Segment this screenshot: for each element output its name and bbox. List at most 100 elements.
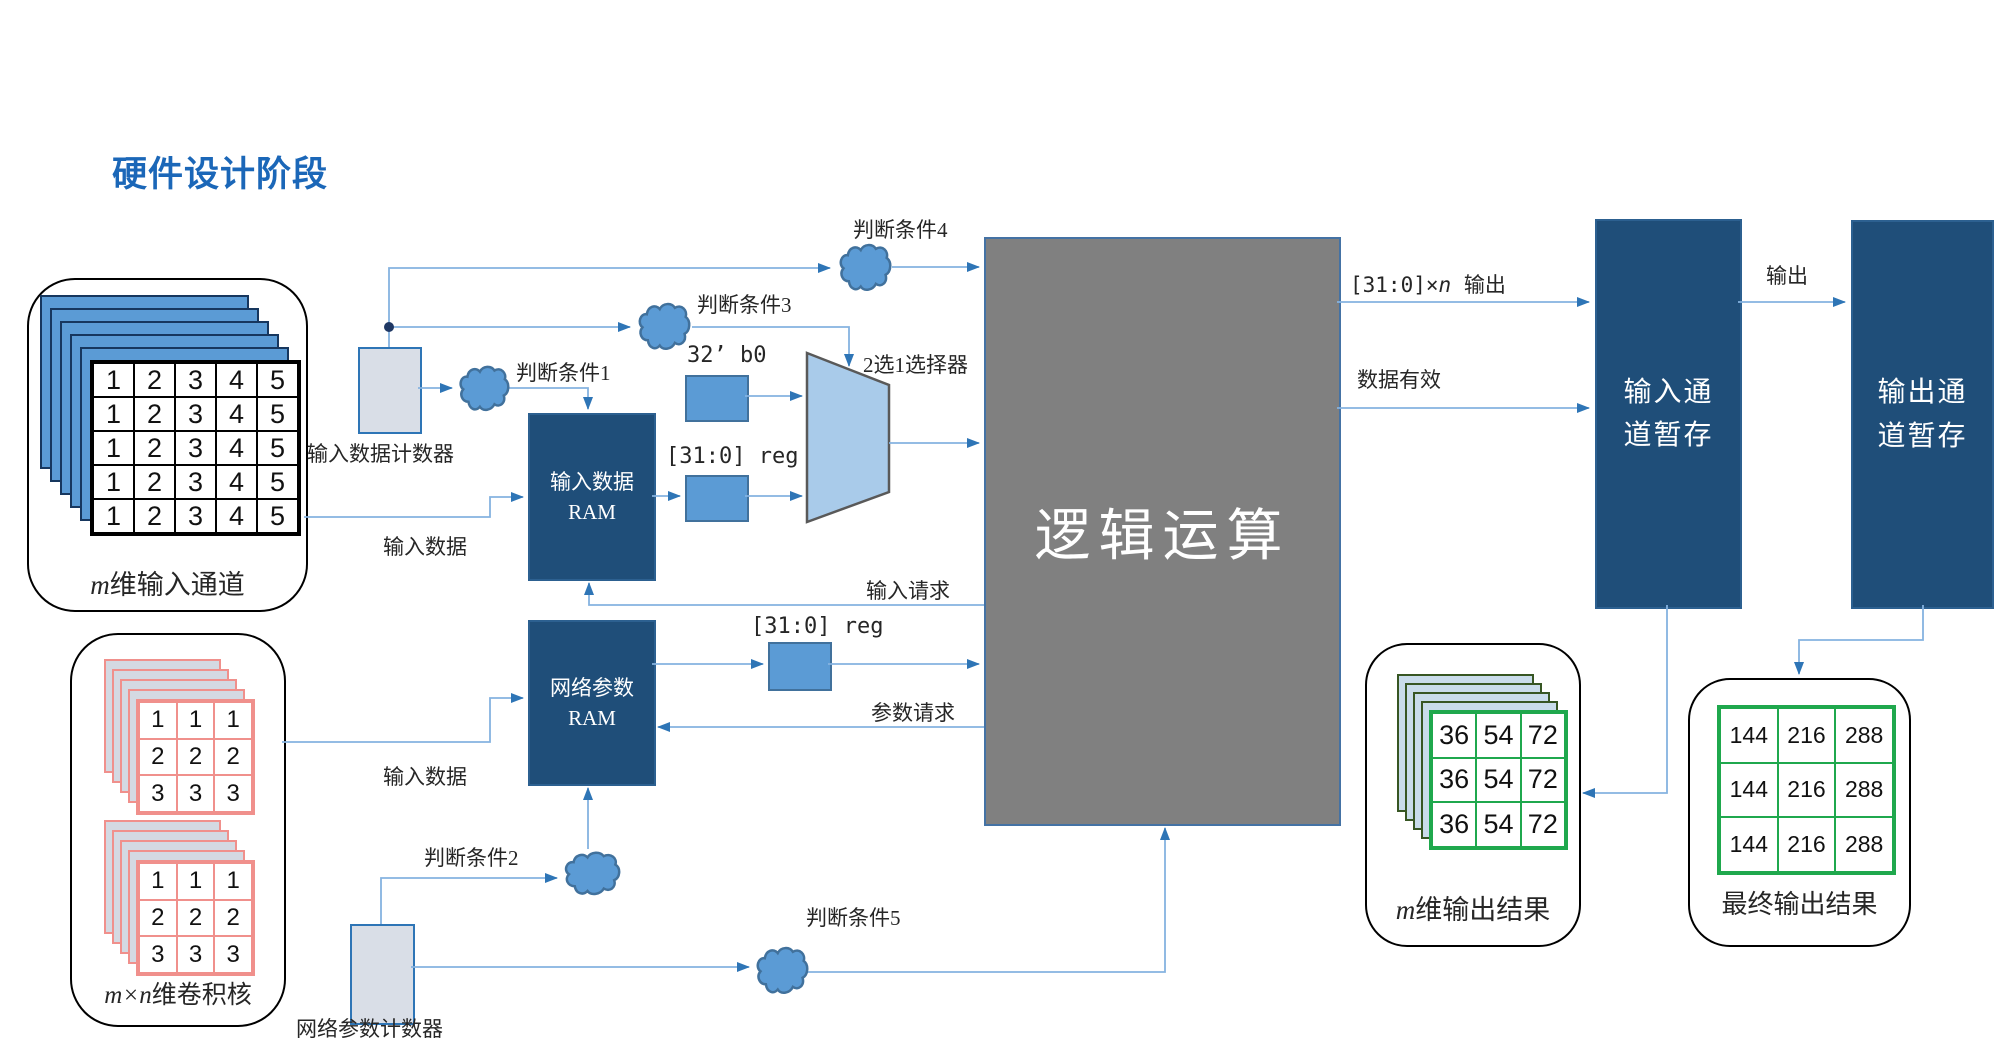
- matrix-cell: 5: [257, 499, 298, 533]
- network-param-ram: 网络参数 RAM: [528, 620, 656, 786]
- matrix-cell: 216: [1777, 708, 1836, 763]
- network-param-counter: [350, 924, 415, 1025]
- mux-label: 2选1选择器: [863, 353, 968, 377]
- matrix-cell: 3: [175, 499, 216, 533]
- matrix-cell: 144: [1720, 708, 1778, 763]
- matrix-cell: 1: [176, 863, 215, 900]
- matrix-cell: 4: [216, 431, 257, 465]
- logic-operation-block: 逻辑运算: [984, 237, 1341, 826]
- input-data-ram-line2: RAM: [568, 500, 616, 524]
- arrow-kernel-to-param-ram: [282, 693, 524, 743]
- matrix-cell: 3: [139, 775, 177, 812]
- input-data-signal-lower: 输入数据: [383, 765, 467, 789]
- final-output-label: 最终输出结果: [1721, 890, 1878, 919]
- kernel-label: m×n维卷积核: [104, 982, 252, 1009]
- matrix-cell: 144: [1720, 762, 1778, 818]
- arrow-to-output-result: [1582, 605, 1668, 798]
- arrow-input-data-to-ram: [304, 492, 524, 518]
- output-buffer-line1: 输出通: [1877, 377, 1968, 409]
- condition-4-cloud: [839, 244, 892, 291]
- matrix-cell: 288: [1835, 817, 1893, 872]
- output-result-label: m维输出结果: [1395, 895, 1551, 925]
- input-data-counter-label: 输入数据计数器: [307, 442, 454, 466]
- matrix-cell: 4: [216, 397, 257, 431]
- matrix-cell: 36: [1432, 757, 1477, 803]
- matrix-cell: 2: [134, 397, 175, 431]
- matrix-cell: 1: [214, 702, 252, 739]
- network-param-ram-line2: RAM: [568, 706, 616, 730]
- matrix-cell: 4: [216, 499, 257, 533]
- matrix-cell: 1: [176, 702, 215, 739]
- input-channel-buffer: 输入通 道暂存: [1595, 219, 1742, 609]
- input-channel-label: m维输入通道: [90, 570, 245, 600]
- matrix-cell: 3: [214, 936, 252, 973]
- condition-4-label: 判断条件4: [853, 218, 948, 242]
- matrix-cell: 5: [257, 363, 298, 397]
- input-data-ram: 输入数据 RAM: [528, 413, 656, 581]
- matrix-cell: 2: [134, 499, 175, 533]
- matrix-cell: 54: [1476, 713, 1521, 758]
- matrix-cell: 2: [139, 738, 177, 776]
- matrix-cell: 2: [134, 465, 175, 499]
- matrix-cell: 2: [176, 899, 215, 937]
- condition-1-label: 判断条件1: [516, 361, 611, 385]
- junction-dot: [384, 322, 394, 332]
- const-zero-label: 32’ b0: [687, 343, 767, 368]
- output-bus-label: [31:0]×n 输出: [1350, 273, 1506, 297]
- matrix-cell: 1: [93, 397, 134, 431]
- matrix-cell: 3: [175, 363, 216, 397]
- matrix-cell: 2: [139, 899, 177, 937]
- matrix-cell: 1: [139, 702, 177, 739]
- matrix-cell: 1: [139, 863, 177, 900]
- output-label: 输出: [1766, 264, 1808, 288]
- input-buffer-line1: 输入通: [1623, 376, 1714, 408]
- condition-1-cloud: [459, 366, 510, 411]
- matrix-cell: 5: [257, 465, 298, 499]
- matrix-cell: 36: [1432, 802, 1477, 847]
- network-param-ram-line1: 网络参数: [550, 675, 634, 700]
- page-title: 硬件设计阶段: [112, 155, 329, 194]
- condition-3-label: 判断条件3: [697, 293, 792, 317]
- matrix-cell: 144: [1720, 817, 1778, 872]
- matrix-cell: 1: [93, 465, 134, 499]
- param-reg-label: [31:0] reg: [751, 614, 884, 639]
- matrix-cell: 2: [134, 363, 175, 397]
- matrix-cell: 5: [257, 397, 298, 431]
- matrix-cell: 3: [175, 465, 216, 499]
- matrix-cell: 54: [1476, 757, 1521, 803]
- condition-3-cloud: [638, 303, 691, 350]
- matrix-cell: 5: [257, 431, 298, 465]
- matrix-cell: 2: [214, 899, 252, 937]
- condition-5-cloud: [756, 947, 809, 994]
- matrix-cell: 36: [1432, 713, 1477, 758]
- input-data-counter: [358, 347, 422, 434]
- param-reg: [768, 642, 832, 691]
- matrix-cell: 72: [1520, 757, 1565, 803]
- arrow-to-final-output: [1794, 605, 1924, 675]
- matrix-cell: 3: [176, 775, 215, 812]
- output-channel-buffer: 输出通 道暂存: [1851, 220, 1994, 609]
- matrix-cell: 216: [1777, 817, 1836, 872]
- condition-5-label: 判断条件5: [806, 906, 901, 930]
- param-request-label: 参数请求: [871, 701, 955, 725]
- matrix-cell: 3: [175, 397, 216, 431]
- input-buffer-line2: 道暂存: [1623, 420, 1714, 451]
- matrix-cell: 1: [93, 363, 134, 397]
- output-buffer-line2: 道暂存: [1877, 420, 1968, 452]
- matrix-cell: 3: [214, 775, 252, 812]
- matrix-cell: 72: [1520, 802, 1565, 847]
- matrix-cell: 1: [93, 431, 134, 465]
- input-reg-label: [31:0] reg: [666, 444, 799, 469]
- input-request-label: 输入请求: [866, 579, 950, 603]
- matrix-cell: 72: [1520, 713, 1565, 758]
- const-zero-reg: [685, 375, 749, 422]
- data-valid-label: 数据有效: [1357, 368, 1441, 392]
- matrix-cell: 2: [176, 738, 215, 776]
- arrow-counter2-to-condition2: [380, 873, 558, 924]
